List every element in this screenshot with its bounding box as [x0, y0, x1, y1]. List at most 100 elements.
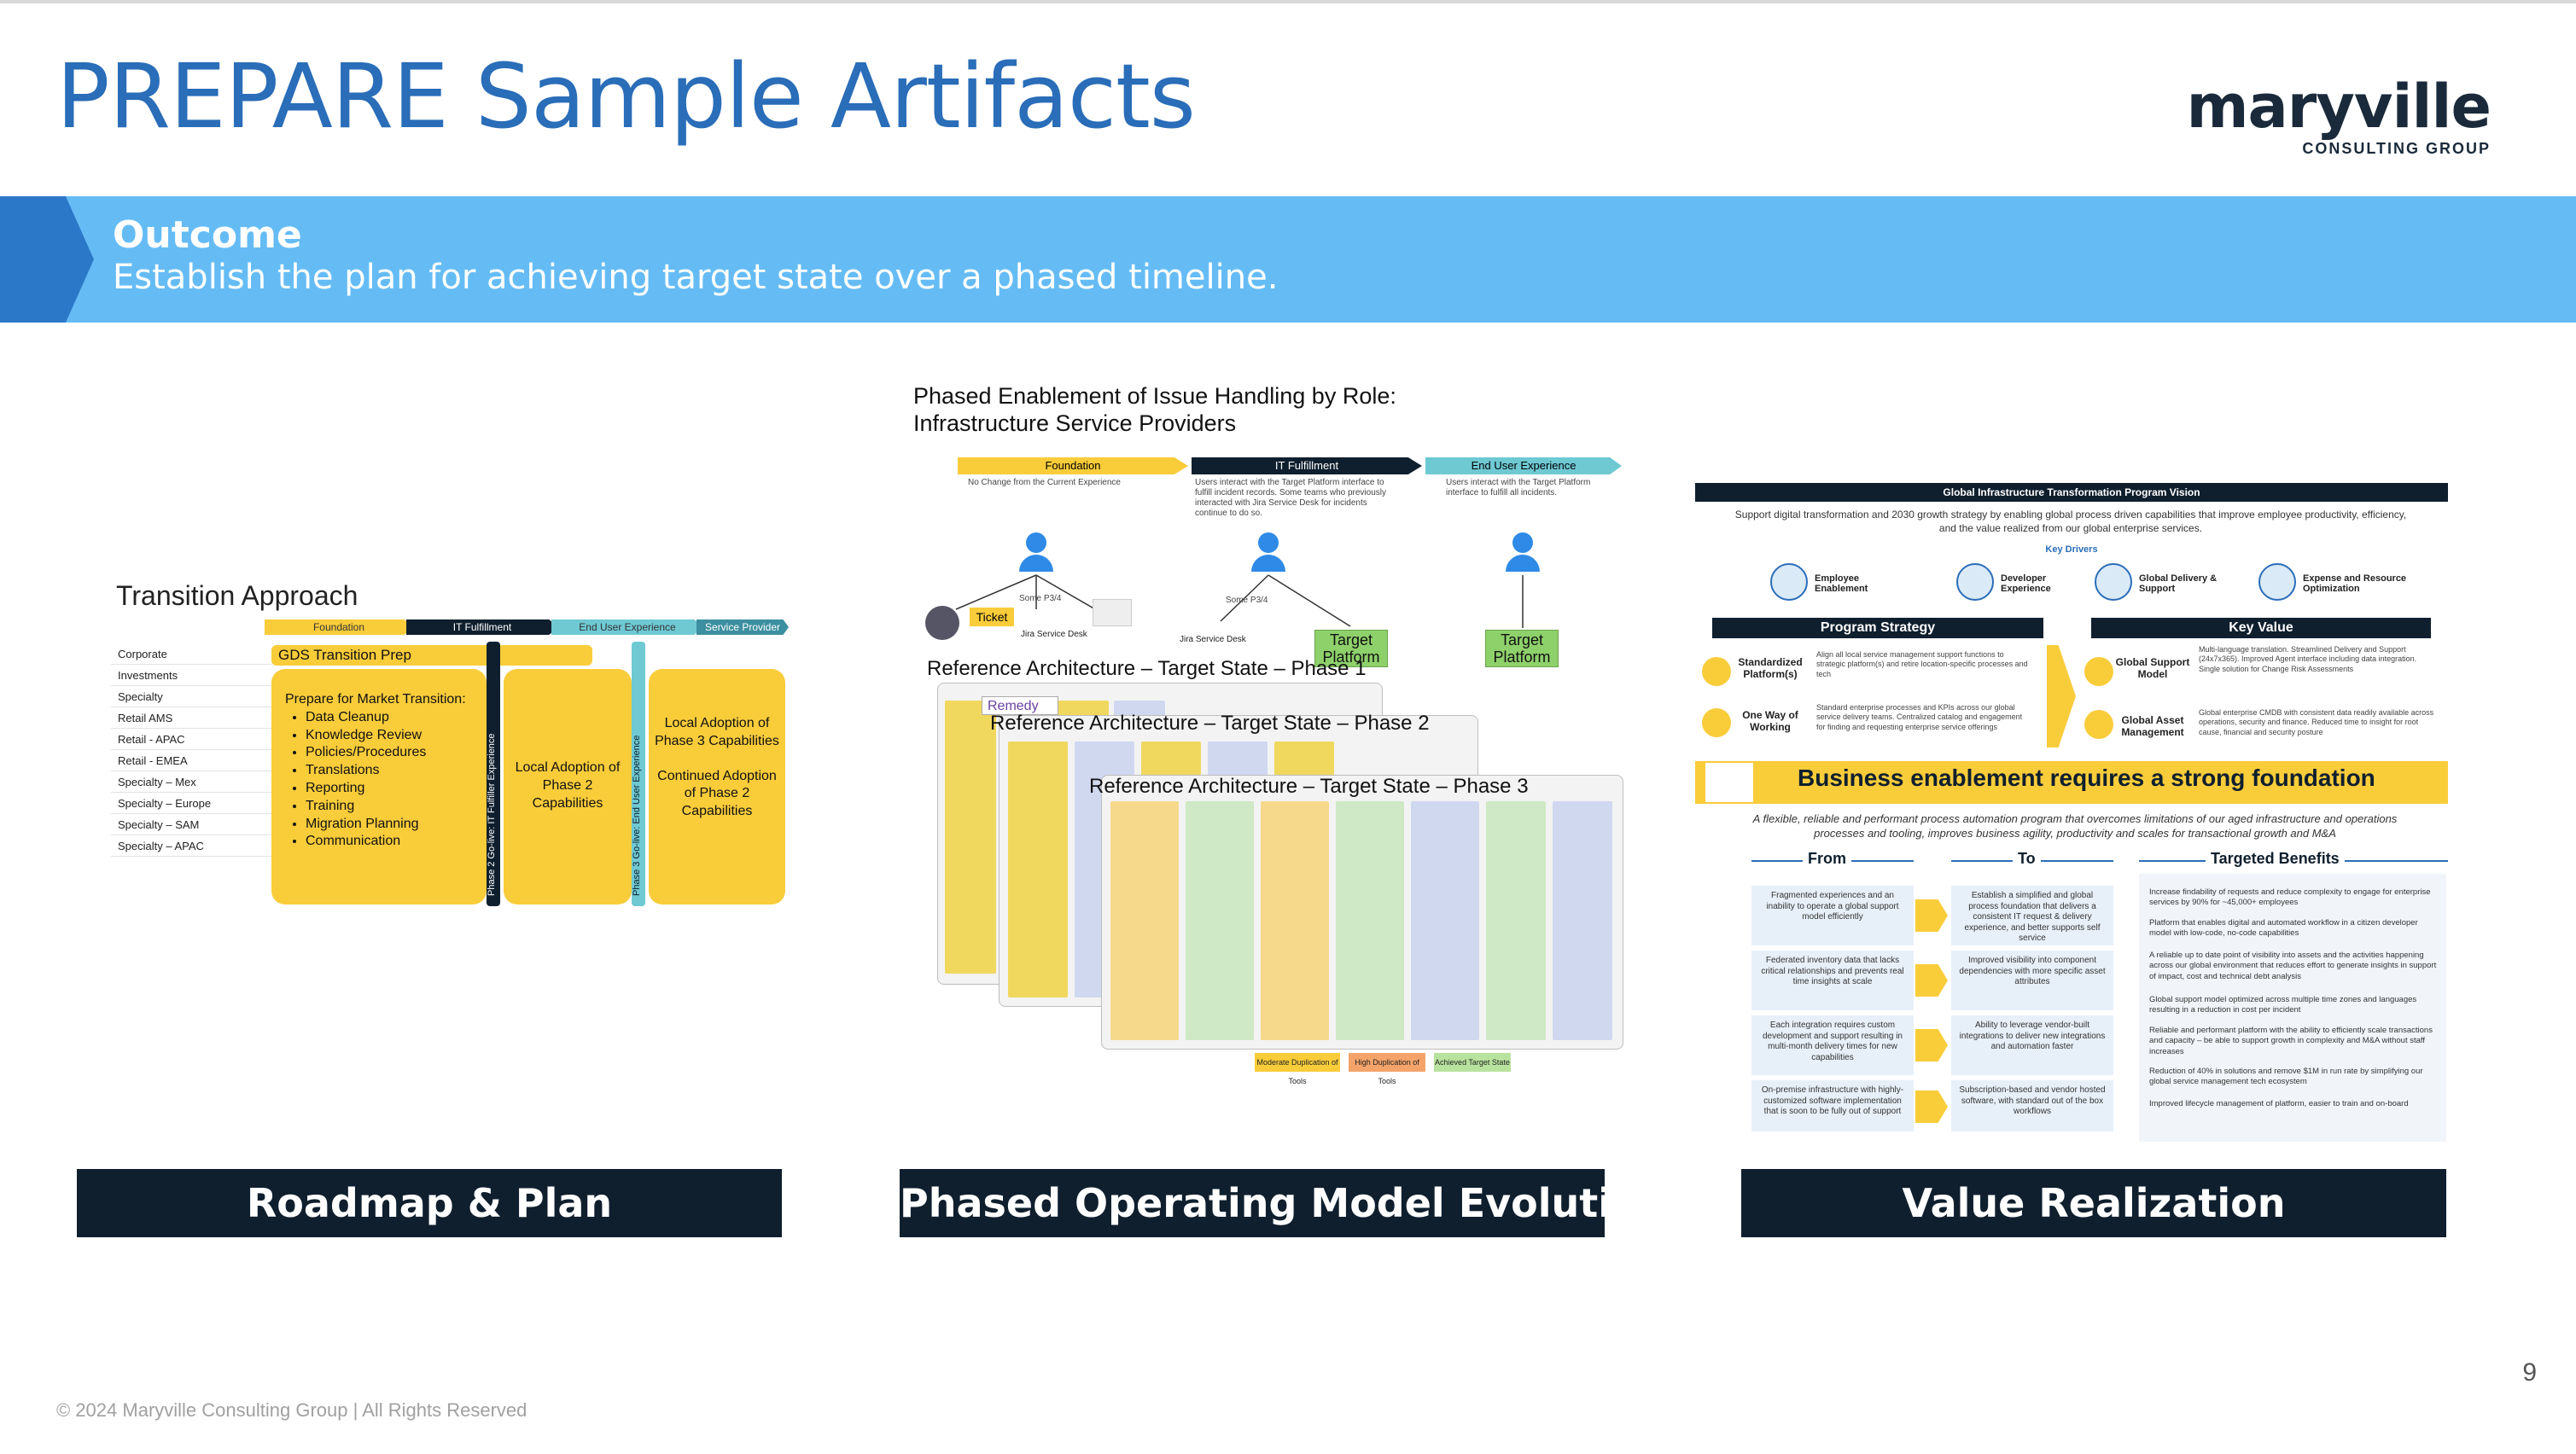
page-number: 9: [2522, 1358, 2537, 1387]
building-icon: [1704, 761, 1755, 804]
from-item: Each integration requires custom develop…: [1751, 1015, 1914, 1075]
platform-icon: [1702, 657, 1731, 686]
some-p34-label: Some P3/4: [1019, 594, 1062, 603]
benefit-item: Increase findability of requests and red…: [2149, 887, 2431, 908]
driver-label: Developer Experience: [2001, 573, 2051, 595]
to-item: Establish a simplified and global proces…: [1951, 886, 2113, 945]
to-column-head: To: [2013, 850, 2041, 868]
arrow-icon: [1915, 1029, 1948, 1061]
outcome-heading: Outcome: [113, 213, 302, 257]
developer-icon: [1956, 563, 1994, 601]
ref-arch-title: Reference Architecture – Target State – …: [1089, 775, 1529, 798]
arrows-icon: [1702, 708, 1731, 737]
roadmap-row: Retail AMS: [111, 707, 271, 729]
globe-icon: [2095, 563, 2132, 601]
to-item: Ability to leverage vendor-built integra…: [1951, 1015, 2113, 1075]
from-item: Fragmented experiences and an inability …: [1751, 886, 1914, 945]
remedy-logo: Remedy: [982, 696, 1058, 715]
phased-role-desc: Users interact with the Target Platform …: [1195, 478, 1386, 518]
phase2-text: Local Adoption of Phase 2 Capabilities: [515, 760, 621, 811]
roadmap-phase: Service Provider: [696, 619, 789, 635]
program-strategy-header: Program Strategy: [1712, 618, 2043, 638]
benefit-item: Improved lifecycle management of platfor…: [2149, 1099, 2409, 1108]
card-label-phased: Phased Operating Model Evolution: [900, 1169, 1666, 1237]
roadmap-row: Corporate: [111, 643, 271, 665]
prep-bar-label: GDS Transition Prep: [278, 647, 411, 663]
roadmap-phase: IT Fulfillment: [406, 619, 558, 635]
prep-bar: GDS Transition Prep: [271, 645, 592, 666]
phase1-list-item: Knowledge Review: [306, 727, 487, 745]
roadmap-row: Investments: [111, 665, 271, 686]
phase1-list-item: Migration Planning: [306, 816, 487, 834]
phased-thumbnail: Phased Enablement of Issue Handling by R…: [913, 382, 1623, 1085]
strategy-item: One Way of Working: [1742, 709, 1798, 733]
logo-subtitle: CONSULTING GROUP: [2302, 140, 2491, 157]
roadmap-row: Retail - EMEA: [111, 750, 271, 771]
asset-icon: [2084, 710, 2113, 739]
ref-arch-title: Reference Architecture – Target State – …: [927, 657, 1367, 680]
value-item: Global Asset Management: [2121, 714, 2184, 738]
driver-label: Employee Enablement: [1815, 573, 1868, 595]
phased-title-line: Phased Enablement of Issue Handling by R…: [913, 383, 1396, 409]
roadmap-title: Transition Approach: [116, 580, 358, 611]
phase1-list-item: Data Cleanup: [306, 709, 487, 727]
phase1-list-item: Translations: [306, 762, 487, 780]
phase1-list-item: Reporting: [306, 780, 487, 798]
from-item: On-premise infrastructure with highly-cu…: [1751, 1080, 1914, 1131]
benefit-item: Global support model optimized across mu…: [2149, 995, 2417, 1015]
phased-title: Phased Enablement of Issue Handling by R…: [913, 382, 1396, 438]
value-bullets: Global enterprise CMDB with consistent d…: [2199, 708, 2434, 736]
golive-bar: [632, 642, 645, 906]
bot-icon: [925, 606, 959, 640]
arrow-icon: [2047, 645, 2076, 747]
ref-arch-phase3: [1101, 775, 1623, 1050]
ticket-box: Ticket: [970, 608, 1014, 626]
foundation-banner-text: Business enablement requires a strong fo…: [1798, 765, 2375, 791]
roadmap-phase: Foundation: [265, 619, 413, 635]
phased-role: End User Experience: [1425, 457, 1622, 474]
benefits-column-head: Targeted Benefits: [2206, 850, 2345, 868]
outcome-banner: [0, 196, 2576, 323]
phase3-text: Local Adoption of Phase 3 Capabilities: [655, 716, 779, 748]
arrow-icon: [1915, 964, 1948, 997]
vision-header: Global Infrastructure Transformation Pro…: [1695, 483, 2448, 502]
phase1-list: Data CleanupKnowledge ReviewPolicies/Pro…: [271, 709, 487, 851]
strategy-bullets: Standard enterprise processes and KPIs a…: [1816, 703, 2023, 731]
benefits-panel: [2139, 874, 2446, 1142]
legend-item: Moderate Duplication of Tools: [1255, 1053, 1340, 1085]
golive-label: Phase 3 Go-live: End User Experience: [632, 735, 642, 896]
golive-bar: [487, 642, 500, 906]
logo-wordmark: maryville: [2186, 72, 2491, 142]
phased-role-desc: Users interact with the Target Platform …: [1446, 478, 1591, 497]
phased-role: Foundation: [958, 457, 1188, 474]
company-logo: maryville CONSULTING GROUP: [2187, 77, 2491, 158]
ref-arch-title: Reference Architecture – Target State – …: [990, 712, 1430, 735]
vision-subtitle: Support digital transformation and 2030 …: [1734, 509, 2407, 534]
legend-item: High Duplication of Tools: [1349, 1053, 1425, 1085]
roadmap-row: Specialty – Mex: [111, 771, 271, 793]
outcome-text: Establish the plan for achieving target …: [113, 258, 1279, 297]
page-title: PREPARE Sample Artifacts: [56, 44, 1196, 148]
phase1-heading: Prepare for Market Transition:: [285, 692, 466, 707]
employee-icon: [1770, 563, 1808, 601]
phase1-block: Prepare for Market Transition: Data Clea…: [271, 669, 487, 904]
card-label-roadmap: Roadmap & Plan: [77, 1169, 782, 1237]
phase1-list-item: Training: [306, 798, 487, 816]
key-drivers-label: Key Drivers: [2045, 544, 2098, 555]
strategy-item: Standardized Platform(s): [1738, 656, 1803, 680]
from-item: Federated inventory data that lacks crit…: [1751, 951, 1914, 1010]
roadmap-row: Specialty – Europe: [111, 793, 271, 814]
support-icon: [2084, 657, 2113, 686]
benefit-item: Reduction of 40% in solutions and remove…: [2149, 1067, 2423, 1087]
roadmap-phase: End User Experience: [551, 619, 703, 635]
value-bullets: Multi-language translation. Streamlined …: [2199, 645, 2417, 673]
phase1-list-item: Policies/Procedures: [306, 744, 487, 762]
roadmap-row: Specialty: [111, 686, 271, 707]
foundation-banner: [1695, 761, 2448, 804]
to-item: Subscription-based and vendor hosted sof…: [1951, 1080, 2113, 1131]
phase2-block: Local Adoption of Phase 2 Capabilities: [504, 669, 632, 904]
key-value-header: Key Value: [2091, 618, 2431, 638]
roadmap-row: Specialty – SAM: [111, 814, 271, 835]
person-icon: [1506, 532, 1540, 572]
